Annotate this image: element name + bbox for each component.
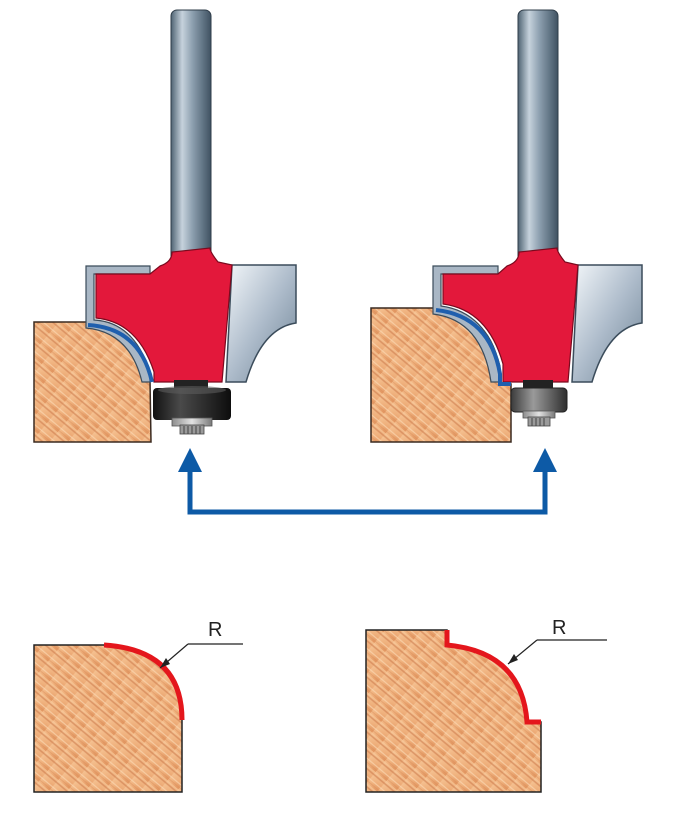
right-edge-profile: R [365, 617, 607, 793]
right-shank [517, 9, 559, 263]
right-screw [527, 416, 551, 427]
right-cut-profile-line [435, 308, 511, 386]
left-carbide-blade [225, 264, 297, 383]
left-bearing [153, 388, 231, 420]
right-radius-label: R [552, 617, 566, 639]
right-carbide-blade [571, 264, 643, 383]
bearing-swap-arrow [178, 448, 557, 515]
right-cutter-body [442, 247, 579, 383]
arrow-connector-line [187, 470, 548, 515]
right-beaded-radius [444, 630, 541, 725]
left-spindle [174, 380, 208, 390]
left-radius-label: R [208, 619, 222, 641]
left-shank [170, 9, 212, 263]
left-cutter-body [95, 247, 233, 383]
right-router-assembly [370, 9, 643, 443]
left-router-assembly [33, 9, 297, 443]
right-bearing [510, 387, 568, 413]
arrow-head-left [178, 448, 202, 472]
left-edge-profile: R [33, 619, 243, 793]
right-profile-wood [365, 629, 542, 793]
right-spindle [523, 380, 553, 390]
left-cut-profile-line [87, 323, 154, 383]
arrow-head-right [533, 448, 557, 472]
